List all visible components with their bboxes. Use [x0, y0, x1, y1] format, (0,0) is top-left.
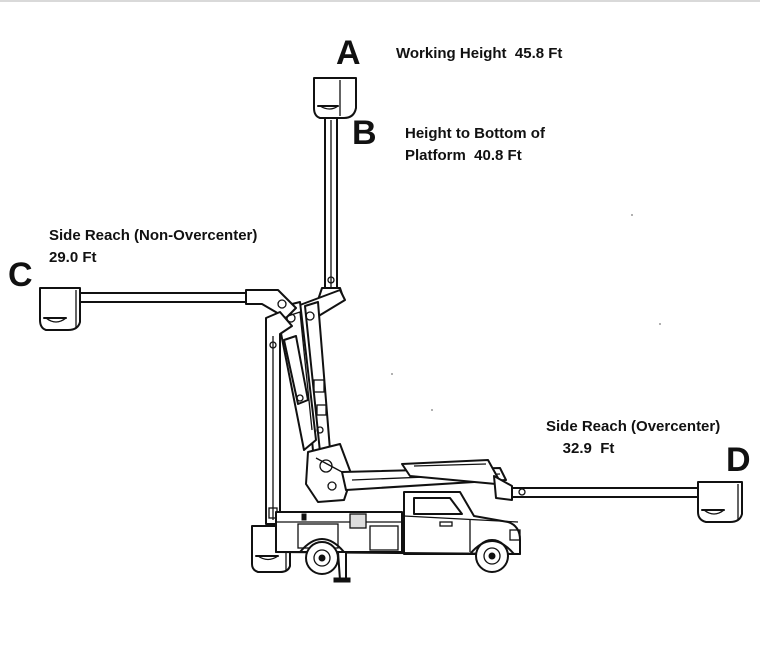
turret — [305, 443, 353, 503]
truck — [275, 491, 521, 583]
left-jib — [77, 289, 297, 319]
lowered-boom — [265, 311, 293, 525]
point-c-letter: C — [8, 256, 33, 294]
right-boom — [341, 459, 699, 501]
vertical-boom — [317, 117, 345, 301]
point-a-letter: A — [336, 34, 361, 72]
platform-height-label: Height to Bottom of Platform 40.8 Ft — [405, 125, 545, 164]
point-d-letter: D — [726, 441, 751, 479]
specks — [391, 214, 661, 411]
side-reach-overcenter-label: Side Reach (Overcenter) 32.9 Ft — [546, 418, 721, 457]
side-reach-non-overcenter-label: Side Reach (Non-Overcenter) 29.0 Ft — [49, 227, 258, 266]
top-border — [0, 0, 760, 2]
lower-arm — [275, 301, 317, 451]
top-bucket — [313, 77, 357, 119]
working-height-label: Working Height 45.8 Ft — [396, 45, 563, 62]
right-bucket — [697, 481, 743, 523]
left-bucket — [39, 287, 81, 331]
point-b-letter: B — [352, 114, 377, 152]
